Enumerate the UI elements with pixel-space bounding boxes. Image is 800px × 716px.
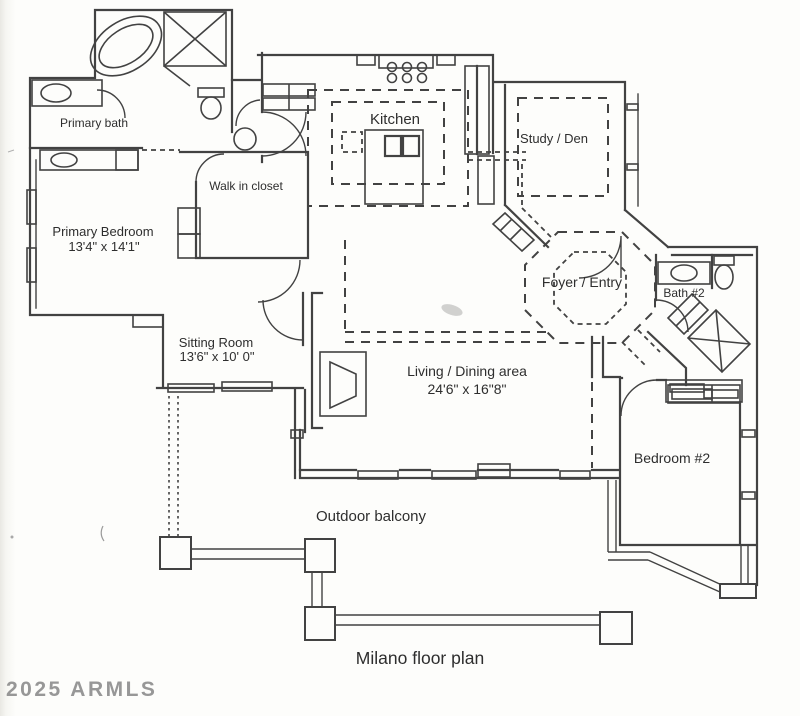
balcony-pillar (159, 536, 192, 570)
balcony-pillar (304, 606, 336, 641)
bath2-bench (666, 292, 710, 336)
balcony-footing (719, 583, 757, 599)
cooktop-burners (386, 61, 428, 84)
window-sill (26, 247, 37, 283)
label-primary-bedroom: Primary Bedroom (52, 224, 153, 239)
window-sill (26, 189, 37, 225)
label-foyer-entry: Foyer / Entry (542, 274, 622, 290)
scan-artifacts (7, 149, 463, 542)
bath2-toilet (714, 264, 734, 290)
kitchen-island (364, 129, 424, 205)
bedroom2-fixtures (665, 379, 756, 500)
label-sitting-room-dims: 13'6" x 10' 0" (180, 349, 255, 364)
pantry-cabinet (464, 65, 490, 155)
bath2-sink (670, 264, 698, 282)
label-primary-bath: Primary bath (60, 116, 128, 130)
toilet-tank (197, 87, 225, 98)
label-sitting-room: Sitting Room (179, 335, 253, 350)
room-labels: Primary bath Walk in closet Primary Bedr… (6, 111, 710, 701)
balcony-pillar (304, 538, 336, 573)
plan-title: Milano floor plan (356, 648, 484, 668)
balcony-structure (159, 396, 757, 645)
label-living-dining: Living / Dining area (407, 363, 527, 379)
kitchen-fixtures (233, 54, 495, 205)
window-sill (221, 381, 273, 392)
window-sill (431, 470, 477, 480)
label-bedroom2: Bedroom #2 (634, 450, 710, 466)
cooktop-counter (378, 54, 434, 69)
bath2-counter (657, 261, 711, 285)
sink (40, 83, 72, 103)
sink-2 (50, 152, 78, 168)
primary-bath-fixtures (31, 11, 227, 171)
label-walk-in-closet: Walk in closet (209, 179, 283, 193)
armls-watermark: 2025 ARMLS (6, 678, 157, 701)
label-kitchen: Kitchen (370, 111, 420, 128)
window-sill (559, 470, 591, 480)
dashed-ceiling-lines (142, 89, 661, 468)
angled-shelf (491, 211, 536, 253)
bathtub (89, 15, 163, 77)
living-room-fixtures (290, 351, 591, 480)
window-sill (132, 314, 164, 328)
balcony-pillar (599, 611, 633, 645)
shower (163, 11, 227, 67)
bath2-toilet-tank (713, 255, 735, 266)
window-sill (167, 383, 215, 393)
label-primary-bedroom-dims: 13'4" x 14'1" (68, 239, 140, 254)
label-study-den: Study / Den (520, 131, 588, 146)
label-living-dining-dims: 24'6" x 16"8" (427, 381, 506, 397)
label-bath2: Bath #2 (663, 286, 705, 300)
vanity-counter-2 (39, 149, 139, 171)
door-swing-arcs (96, 89, 689, 417)
study-fixtures (491, 103, 639, 253)
vanity-counter (31, 79, 103, 107)
window-sill (357, 470, 399, 480)
media-niche (319, 351, 367, 417)
cabinet (177, 233, 201, 259)
balcony-door (477, 463, 511, 478)
sitting-room-fixtures (26, 189, 273, 393)
label-outdoor-balcony: Outdoor balcony (316, 508, 427, 525)
toilet (200, 96, 222, 120)
island-sink-right (401, 134, 421, 158)
round-fixture (233, 127, 257, 151)
bedroom2-closet (665, 379, 743, 403)
island-sink-left (383, 134, 403, 158)
exterior-and-interior-walls (28, 8, 759, 587)
bath2-fixtures (657, 255, 752, 404)
